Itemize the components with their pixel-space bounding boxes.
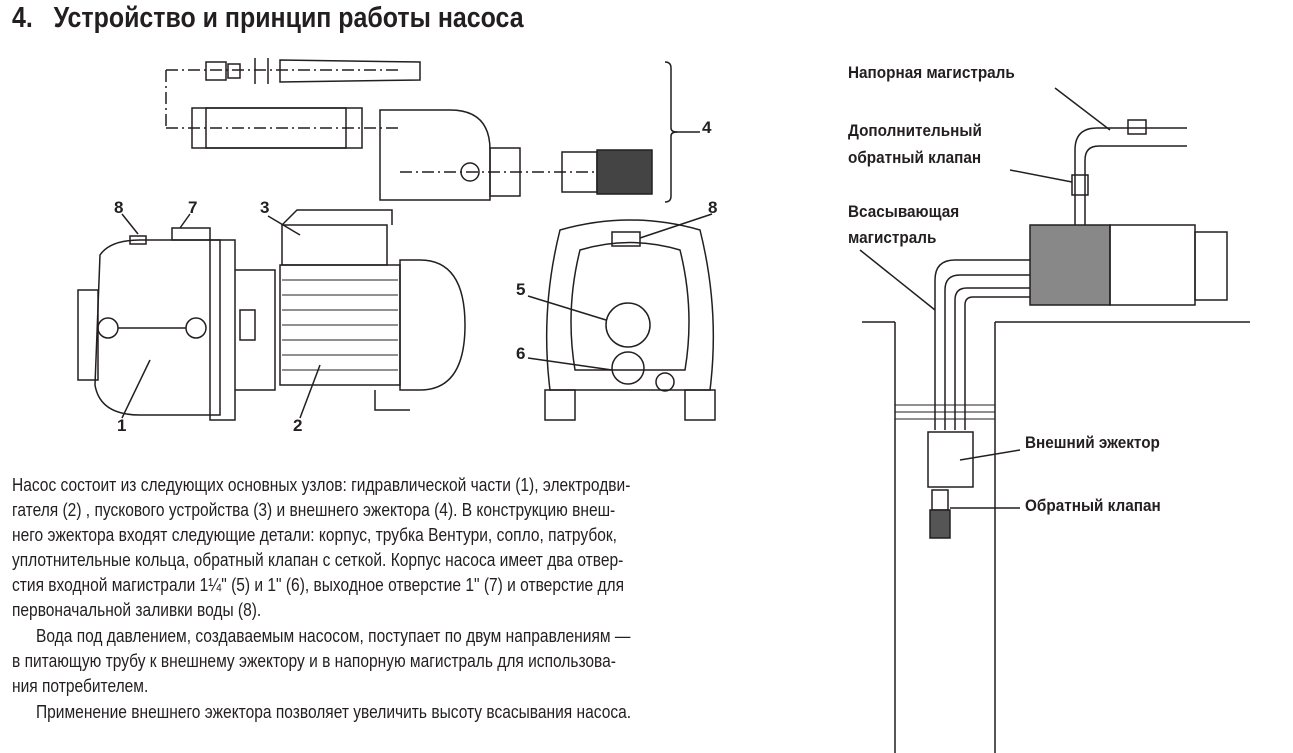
text-line: гателя (2) , пускового устройства (3) и … <box>12 499 616 520</box>
text-line: него эжектора входят следующие детали: к… <box>12 524 618 545</box>
callout-3: 3 <box>260 198 270 217</box>
installation-diagram <box>859 87 1250 753</box>
text-line: в питающую трубу к внешнему эжектору и в… <box>12 650 616 671</box>
section-heading: 4. Устройство и принцип работы насоса <box>12 2 524 35</box>
label-extra-valve-1: Дополнительный <box>848 121 982 140</box>
callout-8-side: 8 <box>114 198 124 217</box>
pump-side-view <box>77 209 466 421</box>
section-title: Устройство и принцип работы насоса <box>53 2 524 34</box>
callout-4: 4 <box>702 118 712 137</box>
callout-8-front: 8 <box>708 198 718 217</box>
text-line: ния потребителем. <box>12 675 149 696</box>
label-suction-1: Всасывающая <box>848 202 960 221</box>
callout-1: 1 <box>117 416 127 435</box>
label-suction-2: магистраль <box>848 228 937 247</box>
label-pressure-line: Напорная магистраль <box>848 63 1015 82</box>
label-ejector: Внешний эжектор <box>1025 433 1160 452</box>
callout-7: 7 <box>188 198 198 217</box>
label-extra-valve-2: обратный клапан <box>848 148 982 167</box>
text-line: первоначальной заливки воды (8). <box>12 599 262 620</box>
text-line: Применение внешнего эжектора позволяет у… <box>36 701 632 722</box>
label-check-valve: Обратный клапан <box>1025 496 1161 515</box>
section-number: 4. <box>12 2 33 34</box>
text-line: уплотнительные кольца, обратный клапан с… <box>12 549 624 570</box>
pump-front-view <box>527 213 716 421</box>
callout-2: 2 <box>293 416 303 435</box>
text-line: Насос состоит из следующих основных узло… <box>12 474 631 495</box>
callout-6: 6 <box>516 344 526 363</box>
text-line: стия входной магистрали 1¼" (5) и 1" (6)… <box>12 574 625 595</box>
text-line: Вода под давлением, создаваемым насосом,… <box>36 625 631 646</box>
callout-5: 5 <box>516 280 526 299</box>
ejector-exploded-drawing <box>165 58 700 203</box>
